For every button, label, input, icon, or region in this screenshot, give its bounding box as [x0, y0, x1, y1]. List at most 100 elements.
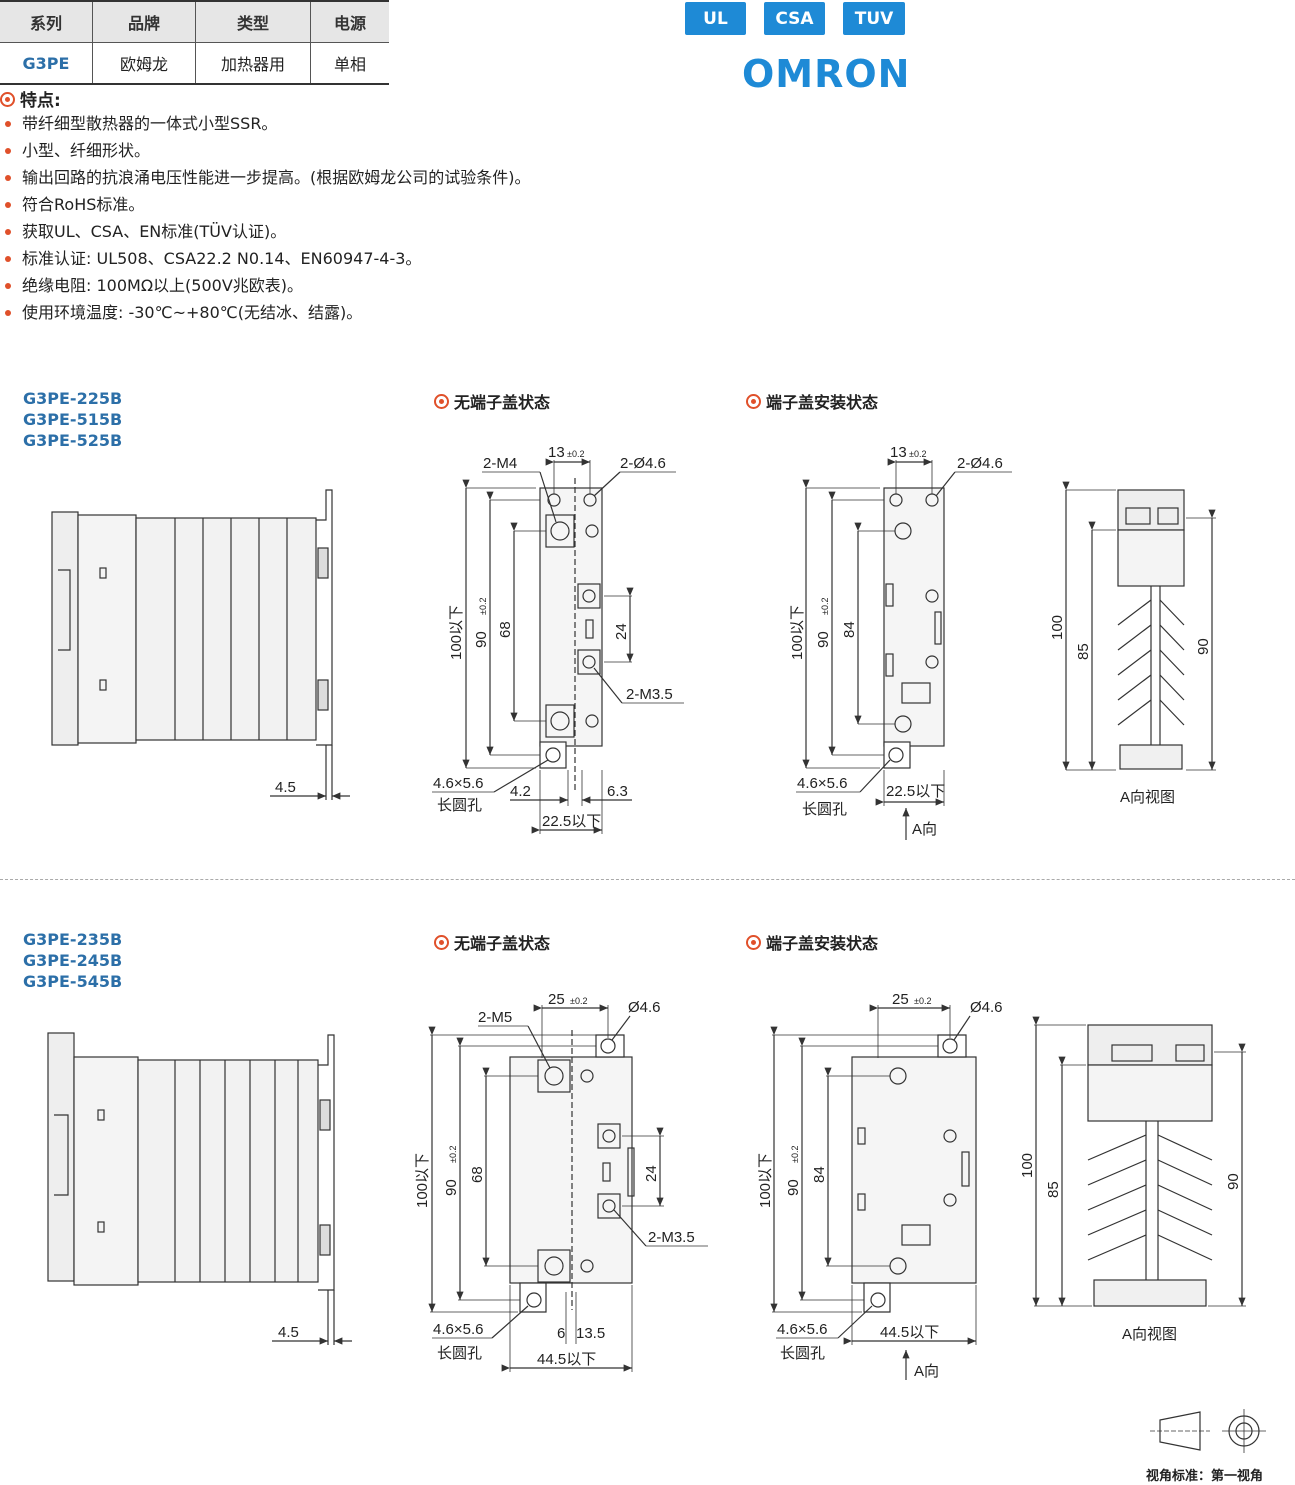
g1-a-view	[1062, 481, 1216, 771]
first-angle-projection-icon	[1150, 1409, 1266, 1453]
value-brand: 欧姆龙	[92, 42, 196, 85]
svg-text:90: 90	[1225, 1173, 1242, 1190]
svg-text:±0.2: ±0.2	[570, 996, 587, 1006]
spec-value-row: G3PE 欧姆龙 加热器用 单相	[0, 42, 389, 85]
group2-section-no-cover: 无端子盖状态	[434, 930, 550, 954]
svg-text:2-Ø4.6: 2-Ø4.6	[957, 455, 1003, 472]
svg-text:22.5以下: 22.5以下	[542, 813, 601, 830]
svg-text:100以下: 100以下	[789, 605, 806, 660]
omron-logo: OMRON	[742, 52, 911, 96]
g1-side-view	[51, 489, 350, 800]
value-type: 加热器用	[195, 42, 311, 85]
list-item: 小型、纤细形状。	[0, 137, 531, 164]
list-item: 符合RoHS标准。	[0, 191, 531, 218]
g1-front-no-cover	[432, 458, 684, 834]
tuv-badge: TUV	[843, 2, 905, 35]
svg-text:长圆孔: 长圆孔	[802, 801, 847, 818]
svg-text:4.5: 4.5	[278, 1324, 299, 1341]
svg-text:±0.2: ±0.2	[448, 1146, 458, 1163]
svg-text:68: 68	[469, 1166, 486, 1183]
svg-text:长圆孔: 长圆孔	[780, 1345, 825, 1362]
svg-text:84: 84	[841, 621, 858, 638]
list-item: 输出回路的抗浪涌电压性能进一步提高。(根据欧姆龙公司的试验条件)。	[0, 164, 531, 191]
group2-models: G3PE-235B G3PE-245B G3PE-545B	[23, 930, 123, 991]
svg-text:25: 25	[892, 991, 909, 1008]
value-power: 单相	[310, 42, 389, 85]
g2-a-view	[1032, 1016, 1246, 1307]
svg-text:2-M5: 2-M5	[478, 1009, 512, 1026]
projection-note: 视角标准：第一视角	[1146, 1468, 1263, 1483]
svg-text:A向视图: A向视图	[1120, 789, 1175, 806]
svg-text:4.6×5.6: 4.6×5.6	[433, 775, 483, 792]
svg-text:90: 90	[1195, 638, 1212, 655]
svg-text:25: 25	[548, 991, 565, 1008]
svg-text:长圆孔: 长圆孔	[437, 797, 482, 814]
group2-section-cover: 端子盖安装状态	[746, 930, 878, 954]
svg-text:100以下: 100以下	[414, 1153, 431, 1208]
svg-text:±0.2: ±0.2	[478, 598, 488, 615]
svg-text:±0.2: ±0.2	[820, 598, 830, 615]
g2-side-view	[47, 1032, 352, 1345]
svg-text:6.3: 6.3	[607, 783, 628, 800]
svg-text:Ø4.6: Ø4.6	[628, 999, 661, 1016]
svg-text:22.5以下: 22.5以下	[886, 783, 945, 800]
svg-text:4.6×5.6: 4.6×5.6	[777, 1321, 827, 1338]
svg-text:长圆孔: 长圆孔	[437, 1345, 482, 1362]
ul-badge: UL	[685, 2, 746, 35]
list-item: 标准认证: UL508、CSA22.2 N0.14、EN60947-4-3。	[0, 245, 531, 272]
svg-text:Ø4.6: Ø4.6	[970, 999, 1003, 1016]
list-item: 获取UL、CSA、EN标准(TÜV认证)。	[0, 218, 531, 245]
svg-text:90: 90	[443, 1179, 460, 1196]
g1-front-cover	[796, 458, 1012, 840]
spec-table: 系列 品牌 类型 电源 G3PE 欧姆龙 加热器用 单相	[0, 0, 389, 85]
header-type: 类型	[195, 0, 311, 43]
svg-text:A向: A向	[912, 821, 937, 838]
list-item: 带纤细型散热器的一体式小型SSR。	[0, 110, 531, 137]
svg-text:4.6×5.6: 4.6×5.6	[433, 1321, 483, 1338]
svg-text:84: 84	[811, 1166, 828, 1183]
svg-text:90: 90	[473, 631, 490, 648]
svg-text:4.6×5.6: 4.6×5.6	[797, 775, 847, 792]
svg-text:100以下: 100以下	[448, 605, 465, 660]
g2-front-cover	[770, 1004, 977, 1380]
svg-text:A向视图: A向视图	[1122, 1326, 1177, 1343]
svg-text:24: 24	[613, 623, 630, 640]
svg-text:±0.2: ±0.2	[567, 449, 584, 459]
svg-text:13: 13	[548, 444, 565, 461]
svg-text:4.2: 4.2	[510, 783, 531, 800]
svg-text:±0.2: ±0.2	[909, 449, 926, 459]
features-list: 带纤细型散热器的一体式小型SSR。 小型、纤细形状。 输出回路的抗浪涌电压性能进…	[0, 110, 531, 326]
svg-text:90: 90	[785, 1179, 802, 1196]
svg-text:2-Ø4.6: 2-Ø4.6	[620, 455, 666, 472]
svg-text:85: 85	[1075, 643, 1092, 660]
svg-text:100: 100	[1049, 615, 1066, 640]
list-item: 绝缘电阻: 100MΩ以上(500V兆欧表)。	[0, 272, 531, 299]
g2-front-no-cover	[428, 1004, 708, 1372]
group1-models: G3PE-225B G3PE-515B G3PE-525B	[23, 389, 123, 450]
svg-text:100: 100	[1019, 1153, 1036, 1178]
section-divider	[0, 879, 1295, 880]
header-series: 系列	[0, 0, 93, 43]
csa-badge: CSA	[764, 2, 825, 35]
svg-text:2-M4: 2-M4	[483, 455, 517, 472]
svg-text:44.5以下: 44.5以下	[537, 1351, 596, 1368]
group1-section-no-cover: 无端子盖状态	[434, 389, 550, 413]
svg-text:2-M3.5: 2-M3.5	[648, 1229, 695, 1246]
bullet-ring-icon	[0, 92, 15, 107]
svg-text:13: 13	[890, 444, 907, 461]
svg-text:13.5: 13.5	[576, 1325, 605, 1342]
value-series: G3PE	[0, 42, 93, 85]
svg-text:90: 90	[815, 631, 832, 648]
svg-text:A向: A向	[914, 1363, 939, 1380]
svg-text:±0.2: ±0.2	[790, 1146, 800, 1163]
list-item: 使用环境温度: -30℃~+80℃(无结冰、结露)。	[0, 299, 531, 326]
svg-text:6: 6	[557, 1325, 565, 1342]
svg-text:68: 68	[497, 621, 514, 638]
svg-text:44.5以下: 44.5以下	[880, 1324, 939, 1341]
features-title: 特点:	[0, 86, 61, 111]
svg-text:85: 85	[1045, 1181, 1062, 1198]
group1-section-cover: 端子盖安装状态	[746, 389, 878, 413]
svg-text:2-M3.5: 2-M3.5	[626, 686, 673, 703]
svg-text:±0.2: ±0.2	[914, 996, 931, 1006]
